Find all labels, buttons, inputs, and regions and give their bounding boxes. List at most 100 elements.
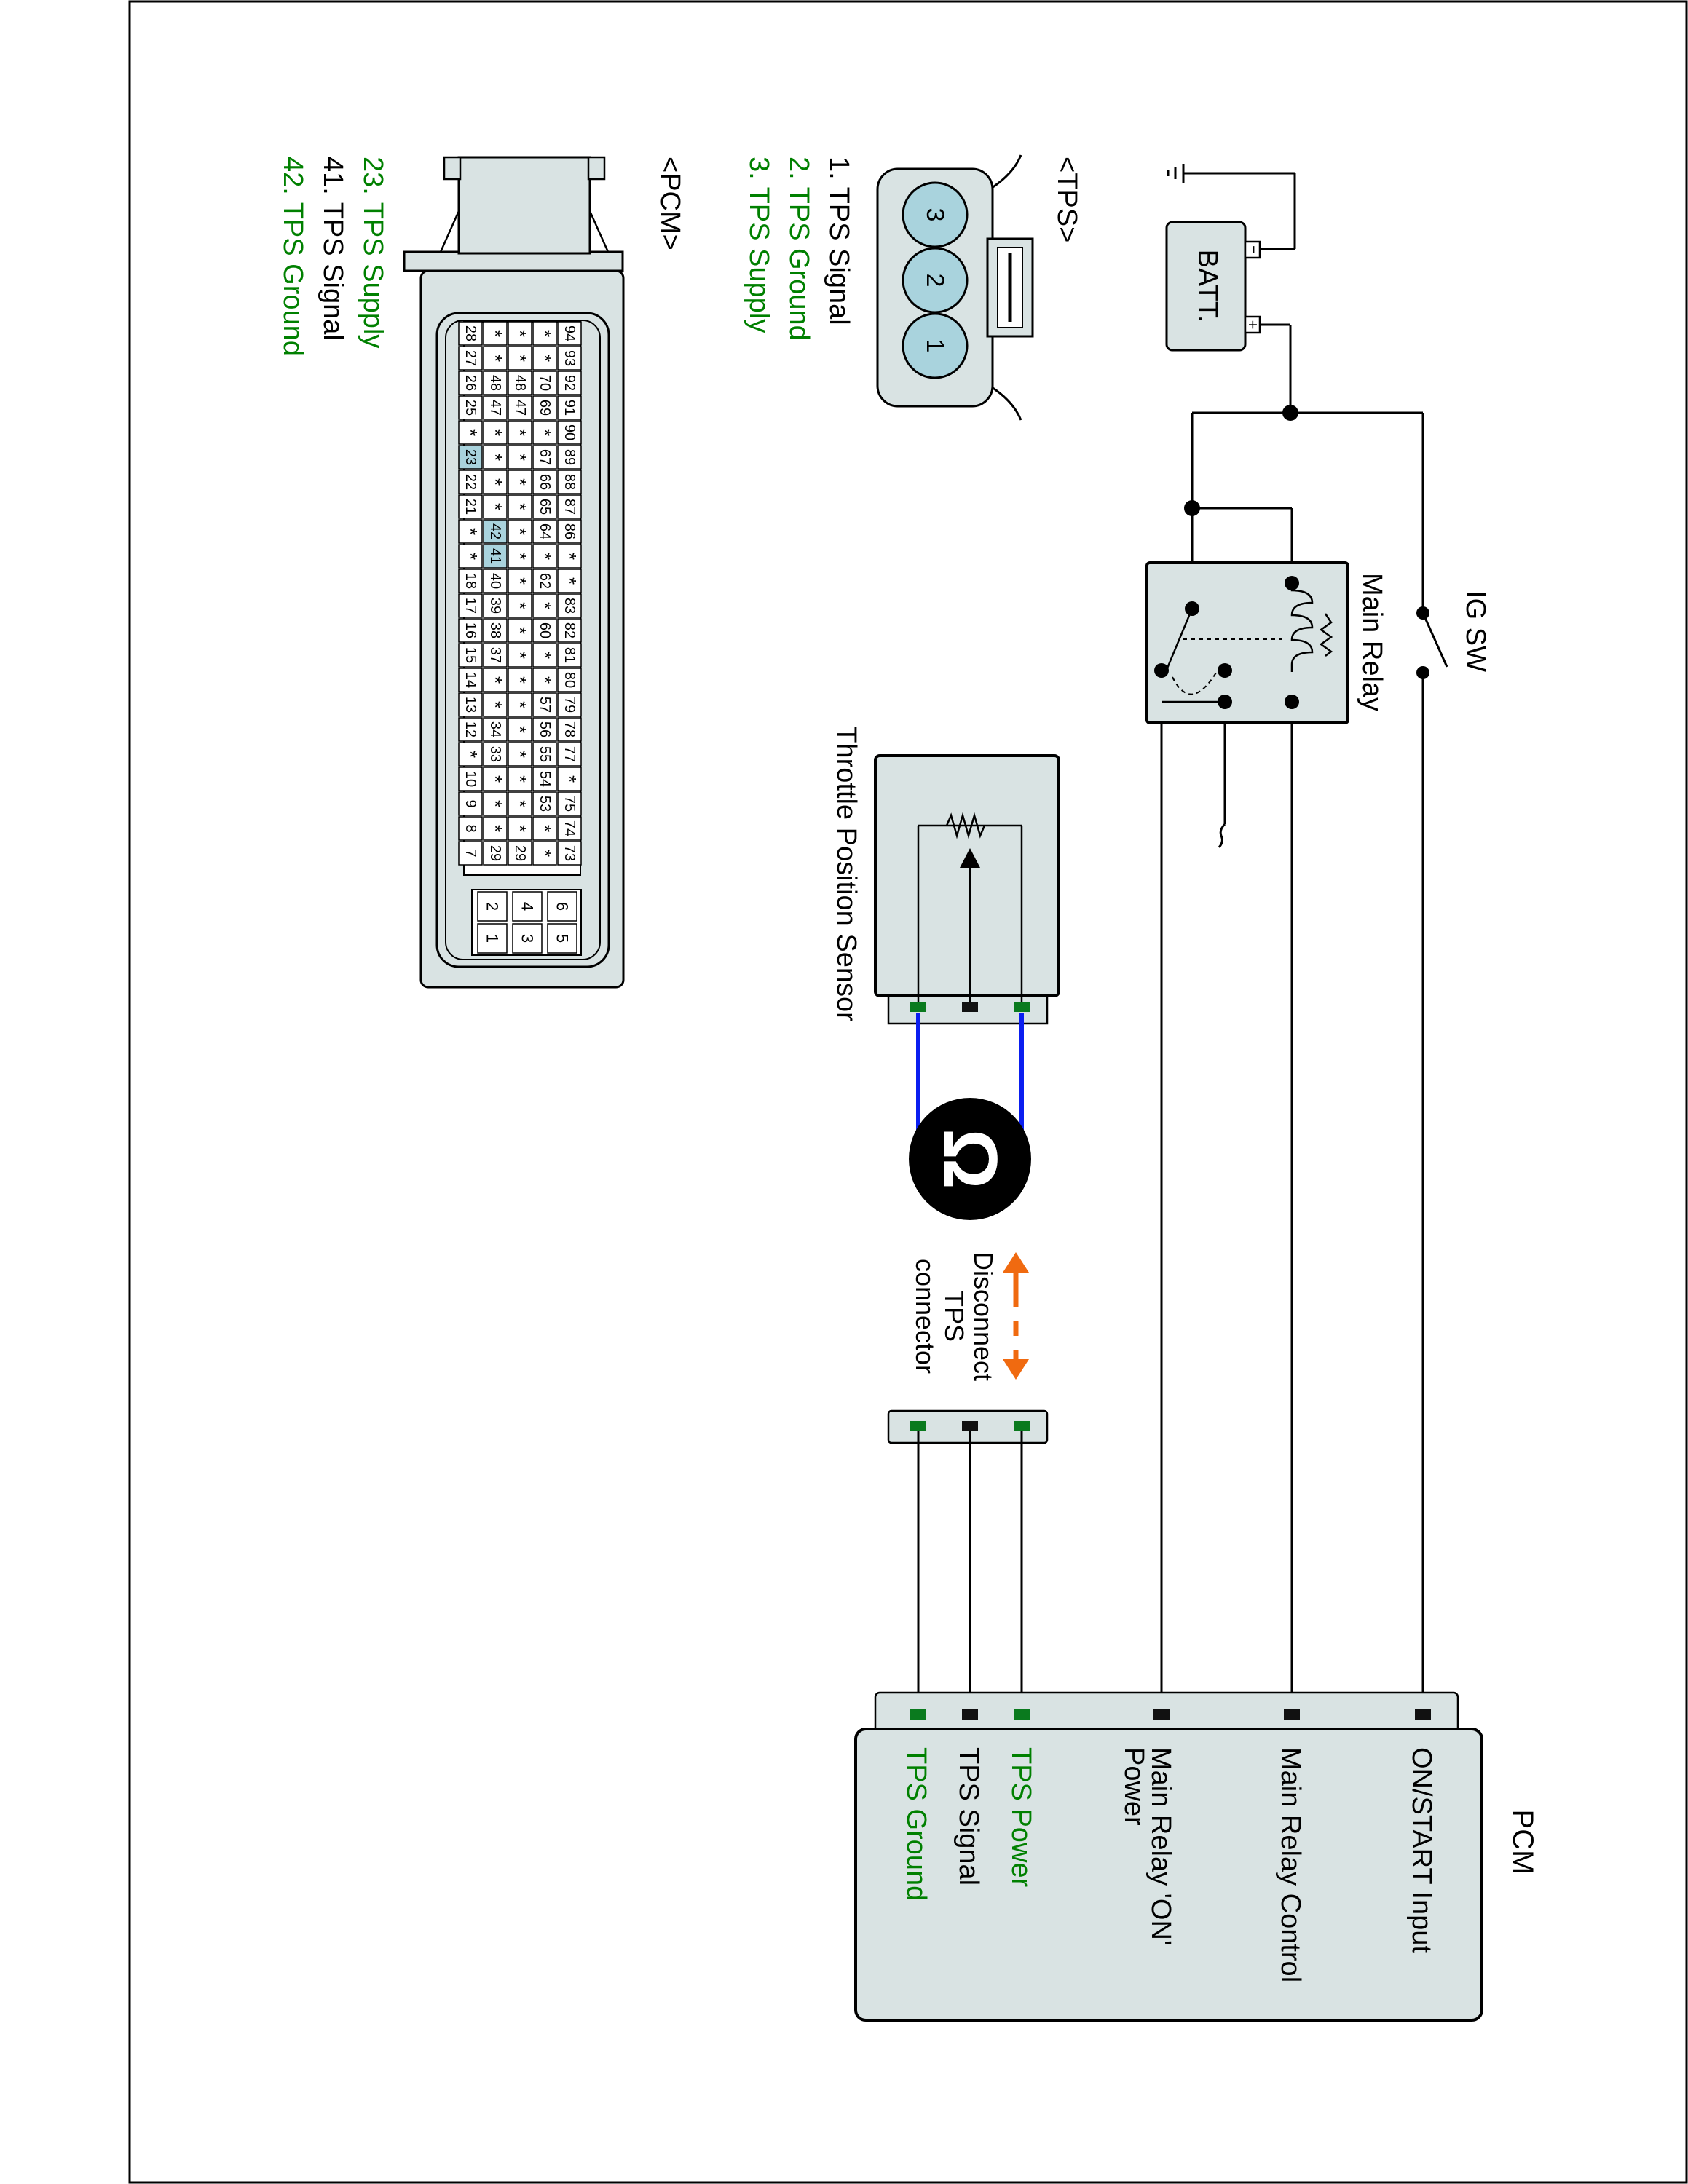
- pcm-pin-number: *: [484, 330, 506, 337]
- tps-pin-2-label: 2: [921, 274, 949, 288]
- pcm-pin-cell: [532, 767, 557, 791]
- pcm-pin-number: 69: [537, 400, 553, 416]
- pcm-pin-cell: [483, 494, 508, 519]
- pcm-pin-cell: [483, 593, 508, 618]
- pcm-pin-cell: [557, 445, 582, 470]
- pcm-pin-number: 8: [462, 824, 478, 832]
- pcm-pin-number: 29: [487, 845, 503, 861]
- pcm-pin-cell: [508, 494, 532, 519]
- pcm-pin-cell: [532, 346, 557, 371]
- pcm-small-pin-number: 4: [518, 902, 537, 911]
- tps-legend-3: 3. TPS Supply: [744, 157, 774, 333]
- pcm-pin-cell: [458, 717, 483, 742]
- pcm-pin-number: 93: [561, 350, 577, 366]
- pcm-pin-cell: [532, 668, 557, 692]
- main-wiring: [1160, 411, 1424, 1714]
- pcm-pin-number: 82: [561, 622, 577, 638]
- pcm-pin-cell: [458, 593, 483, 618]
- pcm-pin-cell: [483, 767, 508, 791]
- pcm-pin-cell: [508, 371, 532, 395]
- pcm-pin-cell: [557, 593, 582, 618]
- pcm-pin-number: *: [509, 503, 531, 510]
- pcm-pin-cell: [458, 791, 483, 816]
- pcm-pin-number: 78: [561, 721, 577, 737]
- pcm-pin-number: *: [484, 454, 506, 461]
- pcm-pin-number: 37: [487, 647, 503, 663]
- pcm-pin-cell: [557, 717, 582, 742]
- pcm-pin-number: *: [484, 503, 506, 510]
- pcm-pin-cell: [483, 371, 508, 395]
- battery-label: BATT.: [1192, 250, 1223, 323]
- pcm-pin-cell: [483, 470, 508, 494]
- ohmmeter-icon: Ω: [909, 1098, 1031, 1220]
- pcm-pin-cell: [557, 767, 582, 791]
- pcm-pin-cell: [508, 470, 532, 494]
- pcm-pin-number: 12: [462, 721, 478, 737]
- battery-plus-label: +: [1244, 320, 1262, 330]
- pcm-pin-number: *: [534, 429, 556, 436]
- pcm-pin-cell: [508, 618, 532, 643]
- pcm-pin-number: 28: [462, 325, 478, 341]
- pcm-pin-cell: [557, 618, 582, 643]
- pcm-pin-number: *: [509, 775, 531, 783]
- ig-switch-label: IG SW: [1460, 590, 1491, 672]
- tps-pin-1-label: 1: [921, 339, 949, 353]
- pcm-pin-cell: [532, 371, 557, 395]
- battery: − + BATT.: [1165, 221, 1262, 352]
- pcm-pin-number: 54: [537, 771, 553, 787]
- ground-icon: [1167, 164, 1296, 250]
- pcm-pin-number: *: [534, 825, 556, 832]
- pcm-pin-cell: [483, 395, 508, 420]
- pcm-pin-cell: [532, 593, 557, 618]
- disconnect-line1: Disconnect: [969, 1251, 998, 1381]
- pcm-pin-tps-ground: [910, 1709, 926, 1720]
- pcm-pin-cell: [508, 841, 532, 866]
- pcm-pin-number: *: [509, 454, 531, 461]
- pcm-pin-cell: [508, 519, 532, 544]
- pcm-pin-tps-power: [1014, 1709, 1030, 1720]
- pcm-pin-number: 90: [561, 424, 577, 440]
- pcm-pin-cell: [557, 494, 582, 519]
- pcm-pin-number: 26: [462, 375, 478, 391]
- pcm-pin-cell: [458, 692, 483, 717]
- pcm-pin-number: 47: [487, 400, 503, 416]
- pcm-pin-cell: [532, 569, 557, 593]
- pcm-small-pin-cell: [547, 891, 577, 922]
- pcm-pin-cell: [532, 494, 557, 519]
- pcm-pin-cell: [557, 816, 582, 841]
- pcm-small-pin-number: 3: [518, 934, 537, 943]
- pcm-pin-cell: [458, 371, 483, 395]
- pcm-pin-cell: [557, 420, 582, 445]
- pcm-pin-number: 73: [561, 845, 577, 861]
- pcm-pin-number: 9: [462, 799, 478, 807]
- pcm-pin-number: *: [534, 850, 556, 857]
- pcm-pin-cell: [483, 420, 508, 445]
- tps-pin-2-circle: [902, 247, 969, 314]
- pcm-pin-number: 48: [512, 375, 528, 391]
- pcm-pin-number: 77: [561, 746, 577, 762]
- pcm-pin-cell: [508, 668, 532, 692]
- pcm-small-pin-cell: [477, 891, 508, 922]
- pcm-pin-number: *: [509, 330, 531, 337]
- pcm-pin-cell: [483, 668, 508, 692]
- pcm-pin-cell: [532, 420, 557, 445]
- pcm-pin-cell: [557, 544, 582, 569]
- pcm-pin-cell: [557, 668, 582, 692]
- throttle-position-sensor: Throttle Position Sensor: [831, 726, 1060, 1025]
- pcm-pin-number: 70: [537, 375, 553, 391]
- pcm-pin-cell: [532, 692, 557, 717]
- pcm-pin-number: *: [484, 676, 506, 684]
- pcm-pin-number: 14: [462, 672, 478, 688]
- tps-sensor-label: Throttle Position Sensor: [831, 726, 861, 1021]
- pcm-pin-cell: [557, 569, 582, 593]
- pcm-pin-number: 67: [537, 449, 553, 465]
- pcm-pin-number: *: [484, 775, 506, 783]
- pcm-pin-number: *: [559, 577, 580, 585]
- pcm-pin-cell: [483, 321, 508, 346]
- pcm-pin-cell: [532, 544, 557, 569]
- pcm-pin-cell: [557, 371, 582, 395]
- pcm-pin-number: 53: [537, 796, 553, 812]
- pcm-small-pin-number: 2: [484, 902, 502, 911]
- tps-pin-3-circle: [902, 181, 969, 248]
